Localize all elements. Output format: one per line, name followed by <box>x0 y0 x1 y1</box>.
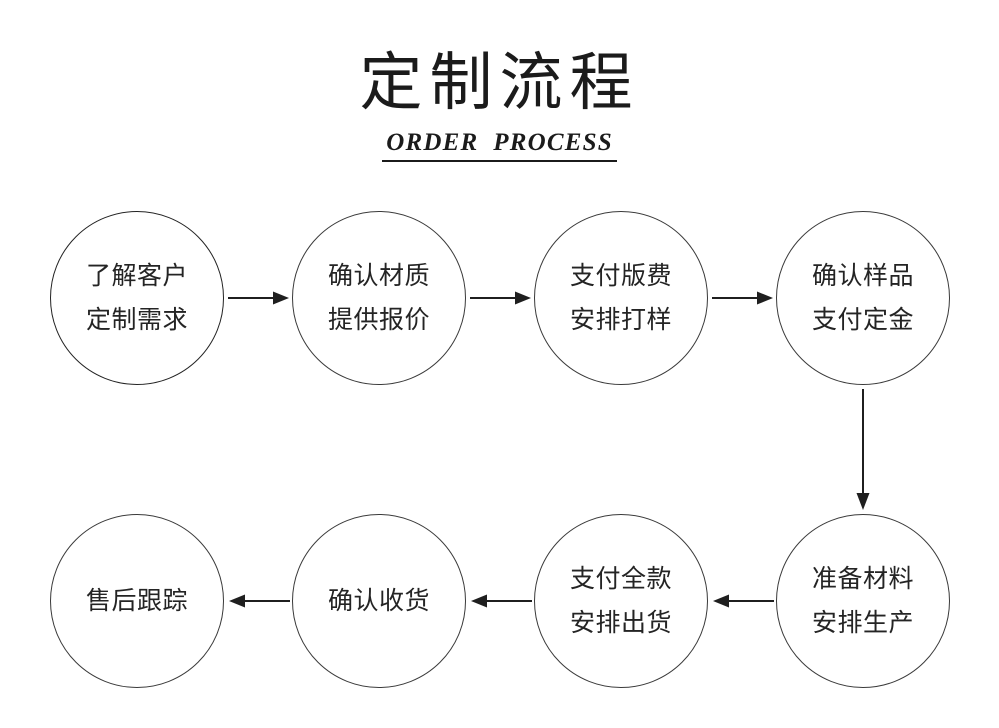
flow-node-step-5-line1: 准备材料 <box>811 565 914 593</box>
flow-node-step-6-line2: 安排出货 <box>569 609 672 637</box>
arrow-step3-step4 <box>712 288 774 308</box>
page-subtitle: ORDER PROCESS <box>382 129 617 162</box>
flow-node-step-6-line1: 支付全款 <box>569 565 672 593</box>
flow-node-step-4[interactable]: 确认样品 支付定金 <box>776 211 950 385</box>
subtitle-wrapper: ORDER PROCESS <box>382 129 617 162</box>
flow-node-step-1-line1: 了解客户 <box>85 262 188 290</box>
flow-node-step-1[interactable]: 了解客户 定制需求 <box>50 211 224 385</box>
flow-node-step-4-line2: 支付定金 <box>811 306 914 334</box>
flow-node-step-6[interactable]: 支付全款 安排出货 <box>534 514 708 688</box>
flow-node-step-3-line2: 安排打样 <box>569 306 672 334</box>
flow-node-step-5-line2: 安排生产 <box>811 609 914 637</box>
flow-node-step-2-line1: 确认材质 <box>327 262 430 290</box>
flow-node-step-4-line1: 确认样品 <box>811 262 914 290</box>
page-title: 定制流程 <box>359 48 640 118</box>
flow-node-step-2[interactable]: 确认材质 提供报价 <box>292 211 466 385</box>
flow-node-step-3-line1: 支付版费 <box>569 262 672 290</box>
flow-node-step-8-line1: 售后跟踪 <box>85 587 188 615</box>
arrow-step6-step7 <box>470 591 532 611</box>
flow-node-step-3[interactable]: 支付版费 安排打样 <box>534 211 708 385</box>
arrow-step5-step6 <box>712 591 774 611</box>
flow-node-step-7[interactable]: 确认收货 <box>292 514 466 688</box>
flow-node-step-7-line1: 确认收货 <box>327 587 430 615</box>
arrow-step4-step5 <box>853 389 873 511</box>
arrow-step2-step3 <box>470 288 532 308</box>
flow-node-step-2-line2: 提供报价 <box>327 306 430 334</box>
flow-node-step-5[interactable]: 准备材料 安排生产 <box>776 514 950 688</box>
flow-node-step-1-line2: 定制需求 <box>85 306 188 334</box>
arrow-step7-step8 <box>228 591 290 611</box>
flow-node-step-8[interactable]: 售后跟踪 <box>50 514 224 688</box>
heading-block: 定制流程 ORDER PROCESS <box>0 52 999 162</box>
arrow-step1-step2 <box>228 288 290 308</box>
